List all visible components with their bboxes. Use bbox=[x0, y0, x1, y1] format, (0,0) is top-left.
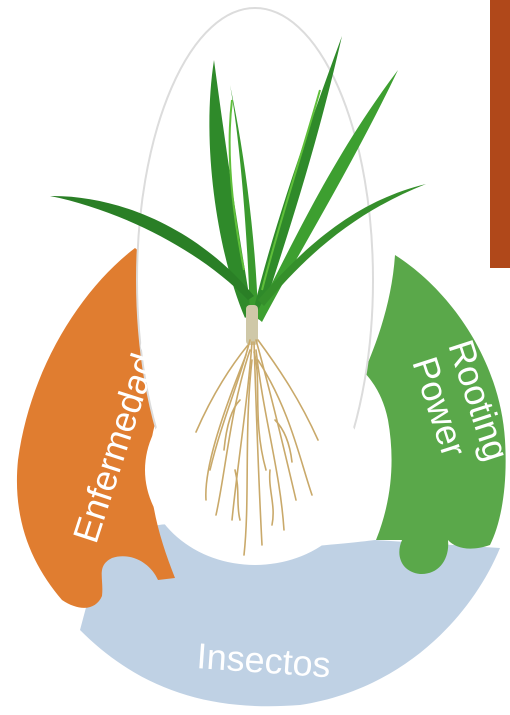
ring-hole bbox=[145, 375, 365, 565]
plant-stem bbox=[246, 305, 258, 345]
accent-bar bbox=[490, 0, 510, 268]
